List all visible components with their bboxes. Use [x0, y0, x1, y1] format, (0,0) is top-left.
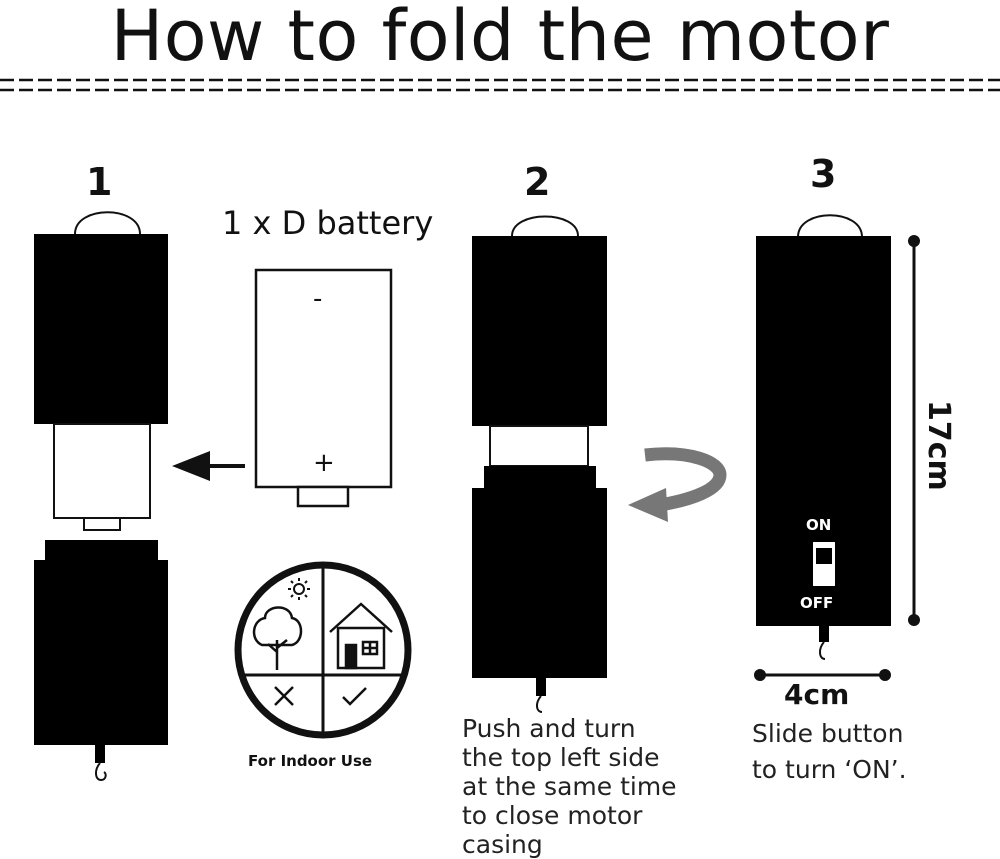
house-icon: [329, 602, 393, 670]
step1-motor: [34, 211, 168, 782]
caption-line: casing: [462, 830, 543, 859]
step3-caption: Slide button to turn ‘ON’.: [752, 716, 992, 788]
width-dimension: [754, 669, 891, 681]
step-number-3: 3: [810, 152, 837, 196]
step3-motor: [756, 214, 891, 660]
sun-icon: [288, 578, 310, 600]
height-dimension: [908, 235, 920, 626]
indoor-use-badge: [234, 561, 412, 739]
tree-icon: [252, 606, 303, 670]
hook-2: [536, 695, 543, 713]
height-label-wrap: 17cm: [921, 400, 956, 491]
switch-off-label: OFF: [800, 594, 834, 612]
battery-plus: +: [313, 448, 335, 478]
switch-on-label: ON: [806, 516, 832, 534]
d-battery: [254, 268, 393, 508]
caption-line: to close motor: [462, 801, 643, 830]
height-label: 17cm: [921, 400, 956, 491]
step-number-1: 1: [86, 160, 113, 204]
title-divider: [0, 78, 1000, 92]
step2-motor: [472, 215, 607, 713]
page-title: How to fold the motor: [110, 0, 890, 77]
indoor-use-label: For Indoor Use: [248, 752, 373, 770]
hook-3: [819, 641, 826, 660]
insert-arrow: [172, 451, 245, 481]
hook-1: [95, 762, 107, 782]
step-number-2: 2: [524, 160, 551, 204]
caption-line: Push and turn: [462, 714, 636, 743]
battery-minus: -: [313, 284, 323, 314]
caption-line: Slide button: [752, 719, 904, 748]
cross-icon: [274, 686, 294, 706]
check-icon: [342, 687, 367, 706]
caption-line: to turn ‘ON’.: [752, 755, 907, 784]
hanging-loop-3: [797, 214, 863, 238]
battery-label: 1 x D battery: [222, 204, 434, 242]
width-label: 4cm: [784, 678, 850, 711]
rotate-arrow-icon: [628, 447, 727, 522]
caption-line: at the same time: [462, 772, 677, 801]
hanging-loop-1: [74, 211, 141, 235]
hanging-loop-2: [511, 215, 579, 237]
step2-caption: Push and turn the top left side at the s…: [462, 714, 752, 859]
caption-line: the top left side: [462, 743, 660, 772]
